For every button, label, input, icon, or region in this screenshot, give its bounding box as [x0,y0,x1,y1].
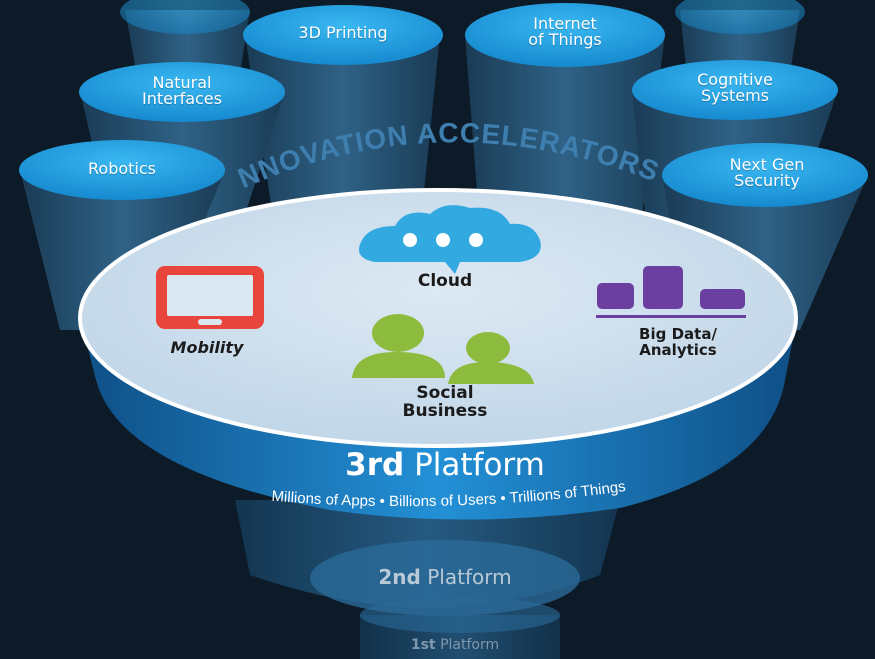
third-platform [78,188,798,520]
accelerator-internet-of-things-label: Internet of Things [528,14,602,49]
cloud-chat-icon [358,205,541,274]
social-business-label: Social Business [402,383,488,421]
second-platform-title: 2nd Platform [378,565,512,589]
people-icon [352,314,534,384]
bar-chart-icon [596,266,746,318]
cloud-label: Cloud [417,271,473,291]
accelerator-cognitive-systems-label: Cognitive Systems [697,70,773,105]
accelerator-internet-of-things [465,3,665,230]
accelerator-3d-printing [243,5,443,230]
second-platform [235,500,620,616]
accelerator-next-gen-security-label: Next Gen Security [729,155,805,190]
accelerator-3d-printing-label: 3D Printing [298,23,388,42]
big-data-analytics-label: Big Data/ Analytics [639,325,717,359]
third-platform-title: 3rd Platform [345,447,545,483]
accelerator-natural-interfaces-label: Natural Interfaces [142,73,222,108]
accelerator-robotics-label: Robotics [88,159,156,178]
mobility-label: Mobility [170,338,244,357]
tablet-icon [156,266,264,329]
first-platform-title: 1st Platform [410,637,500,653]
